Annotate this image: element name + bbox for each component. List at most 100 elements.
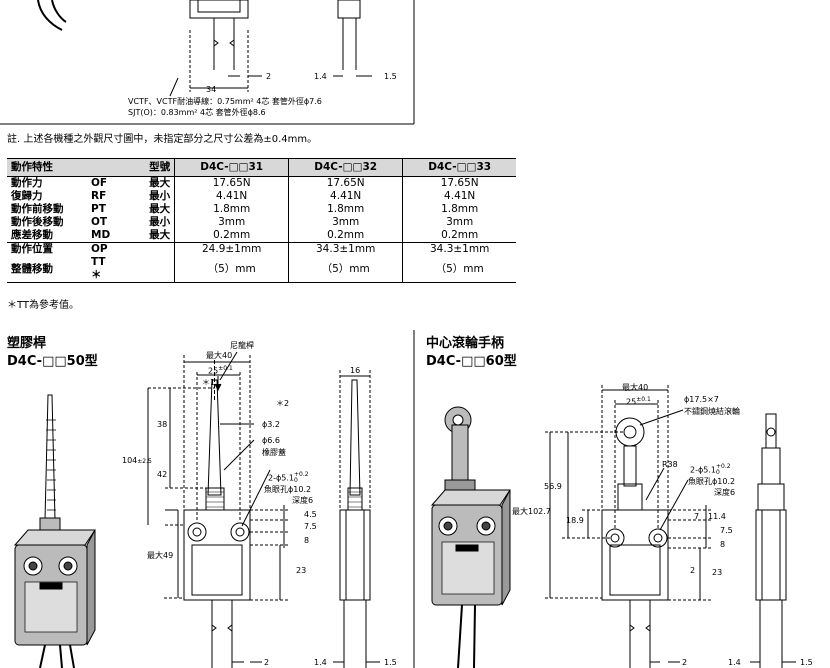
row-symbol: OT <box>91 216 108 228</box>
row-value: 34.3±1mm <box>288 242 403 256</box>
tolerance-note: 註. 上述各機種之外觀尺寸圖中，未指定部分之尺寸公差為±0.4mm。 <box>7 134 318 145</box>
row-name: 復歸力 <box>11 190 43 202</box>
dim-max102-7: 最大102.7 <box>512 507 551 516</box>
label-phi32: ϕ3.2 <box>262 420 280 429</box>
dim-42: 42 <box>157 470 168 479</box>
dim-23: 23 <box>296 566 307 575</box>
label-phi66: ϕ6.6 <box>262 436 280 445</box>
label-rubber-cap: 橡膠蓋 <box>262 448 286 457</box>
dim-7-5-right: 7.5 <box>720 526 733 535</box>
dim-r38: R38 <box>662 460 678 469</box>
table-row: 應差移動 MD 最大 0.2mm 0.2mm 0.2mm <box>7 229 517 243</box>
row-limit <box>114 242 175 256</box>
row-name: 應差移動 <box>11 229 53 241</box>
header-model-31: D4C-□□31 <box>174 158 289 177</box>
dim-1-4-bottom: 1.4 <box>314 658 327 667</box>
dim-2-bottom: 2 <box>264 658 270 667</box>
row-value: 3mm <box>402 216 517 229</box>
row-limit <box>114 256 175 283</box>
row-name: 動作位置 <box>7 242 87 256</box>
dim-8-right: 8 <box>720 540 726 549</box>
row-symbol: OF <box>91 177 108 189</box>
row-value: 4.41N <box>402 190 517 203</box>
row-value: （5）mm <box>174 256 289 283</box>
dim-7-5: 7.5 <box>304 522 317 531</box>
model-d4c-60: D4C-□□60型 <box>426 354 517 369</box>
dim-56-9: 56.9 <box>544 482 562 491</box>
row-value: 4.41N <box>288 190 403 203</box>
row-value: （5）mm <box>402 256 517 283</box>
row-limit: 最小 <box>149 190 171 202</box>
table-row: 動作後移動 OT 最小 3mm 3mm 3mm <box>7 216 517 229</box>
row-symbol: OP <box>87 242 115 256</box>
header-model: 型號 <box>114 158 175 177</box>
dim-11-4: 11.4 <box>708 512 726 521</box>
dim-2-right-bottom: 2 <box>682 658 688 667</box>
model-d4c-50: D4C-□□50型 <box>7 354 98 369</box>
roller-spec-line2: 不鏽鋼燒結滾輪 <box>684 407 740 416</box>
dim-34: 34 <box>206 85 217 94</box>
dim-2-right: 2 <box>690 566 696 575</box>
row-value: 17.65N <box>174 176 289 190</box>
dim-2: 2 <box>266 72 272 81</box>
dim-23-right: 23 <box>712 568 723 577</box>
row-value: 1.8mm <box>174 203 289 216</box>
row-value: 34.3±1mm <box>402 242 517 256</box>
dim-max49: 最大49 <box>147 551 174 560</box>
dim-104: 104±2.5 <box>122 456 152 465</box>
section-title-plastic-rod: 塑膠桿 <box>7 336 47 351</box>
dim-16: 16 <box>350 366 361 375</box>
dim-25: 25±0.1 <box>208 365 233 376</box>
header-model-33: D4C-□□33 <box>402 158 517 177</box>
row-name: 動作後移動 <box>11 216 64 228</box>
table-row: 動作位置 OP 24.9±1mm 34.3±1mm 34.3±1mm <box>7 242 517 256</box>
row-limit: 最大 <box>149 229 171 241</box>
row-name: 整體移動 <box>7 256 87 283</box>
section-title-roller-lever: 中心滾輪手柄 <box>426 336 505 351</box>
dim-1-5-bottom: 1.5 <box>384 658 397 667</box>
dim-1-5-right: 1.5 <box>800 658 813 667</box>
table-row: 動作力 OF 最大 17.65N 17.65N 17.65N <box>7 176 517 190</box>
row-value: （5）mm <box>288 256 403 283</box>
dim-1-5: 1.5 <box>384 72 397 81</box>
row-value: 24.9±1mm <box>174 242 289 256</box>
label-star1: ＊1 <box>202 378 216 387</box>
dim-max40: 最大40 <box>206 351 233 360</box>
row-value: 3mm <box>288 216 403 229</box>
cable-spec-line1: VCTF、VCTF耐油導線：0.75mm² 4芯 套管外徑ϕ7.6 <box>128 97 322 106</box>
row-value: 1.8mm <box>402 203 517 216</box>
row-value: 17.65N <box>402 176 517 190</box>
dim-1-4: 1.4 <box>314 72 327 81</box>
header-model-32: D4C-□□32 <box>288 158 403 177</box>
row-symbol: PT <box>91 203 106 215</box>
dim-7-right: 7 <box>694 512 700 521</box>
label-nylon-rod: 尼龍桿 <box>230 341 254 350</box>
table-row: 動作前移動 PT 最大 1.8mm 1.8mm 1.8mm <box>7 203 517 216</box>
row-name: 動作力 <box>11 177 43 189</box>
row-name: 動作前移動 <box>11 203 64 215</box>
row-value: 4.41N <box>174 190 289 203</box>
table-row: 整體移動 TT＊ （5）mm （5）mm （5）mm <box>7 256 517 283</box>
dim-8: 8 <box>304 536 310 545</box>
row-value: 0.2mm <box>402 229 517 243</box>
row-limit: 最大 <box>149 203 171 215</box>
dim-4-5: 4.5 <box>304 510 317 519</box>
roller-spec-line1: ϕ17.5×7 <box>684 395 719 404</box>
row-symbol: MD <box>91 229 111 241</box>
dim-38: 38 <box>157 420 168 429</box>
hole-spec-right-line3: 深度6 <box>714 488 736 497</box>
label-star2: ＊2 <box>276 399 290 408</box>
row-value: 0.2mm <box>174 229 289 243</box>
row-value: 1.8mm <box>288 203 403 216</box>
row-value: 3mm <box>174 216 289 229</box>
row-symbol: RF <box>91 190 107 202</box>
table-header-row: 動作特性 型號 D4C-□□31 D4C-□□32 D4C-□□33 <box>7 158 517 177</box>
tt-reference-note: ＊TT為參考值。 <box>7 300 80 311</box>
dim-max40-right: 最大40 <box>622 383 649 392</box>
row-limit: 最小 <box>149 216 171 228</box>
dim-25-right: 25±0.1 <box>626 396 651 407</box>
operating-characteristics-table: 動作特性 型號 D4C-□□31 D4C-□□32 D4C-□□33 動作力 O… <box>7 158 517 283</box>
row-value: 0.2mm <box>288 229 403 243</box>
